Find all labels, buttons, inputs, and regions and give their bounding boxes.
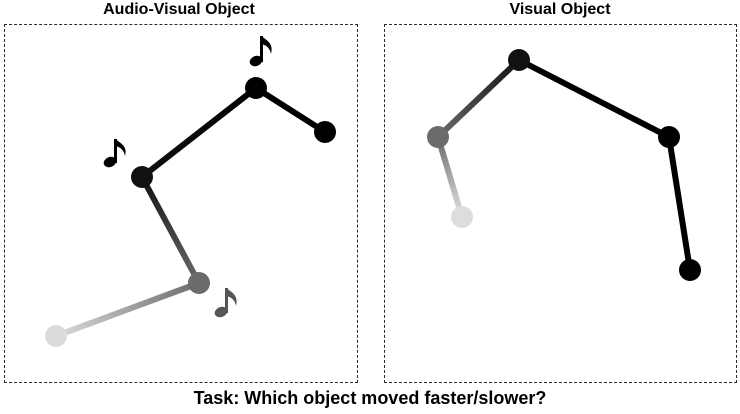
limb-segment <box>254 85 327 135</box>
audio-visual-panel-title: Audio-Visual Object <box>103 1 255 18</box>
limb-segment <box>140 85 258 180</box>
music-note-icon <box>214 288 237 318</box>
joint-point <box>314 121 336 143</box>
joint-point <box>188 272 210 294</box>
limb-segment <box>54 280 201 339</box>
limb-segment <box>139 175 202 285</box>
music-note-icon <box>103 139 126 168</box>
joint-point <box>427 126 449 148</box>
joint-point <box>245 77 267 99</box>
joint-point <box>451 206 473 228</box>
joint-point <box>508 49 530 71</box>
joint-point <box>658 126 680 148</box>
joint-point <box>679 259 701 281</box>
audio-visual-figure <box>45 36 336 347</box>
limb-segment <box>435 136 465 218</box>
visual-panel-title: Visual Object <box>509 1 611 18</box>
limb-segment <box>517 57 671 140</box>
audio-visual-panel <box>4 24 358 383</box>
music-note-icon <box>249 36 272 67</box>
limb-segment <box>666 136 693 271</box>
joint-point <box>45 325 67 347</box>
visual-panel <box>384 24 737 383</box>
limb-segment <box>435 57 522 140</box>
visual-figure <box>427 49 701 281</box>
joint-point <box>131 166 153 188</box>
task-question: Task: Which object moved faster/slower? <box>193 388 547 408</box>
